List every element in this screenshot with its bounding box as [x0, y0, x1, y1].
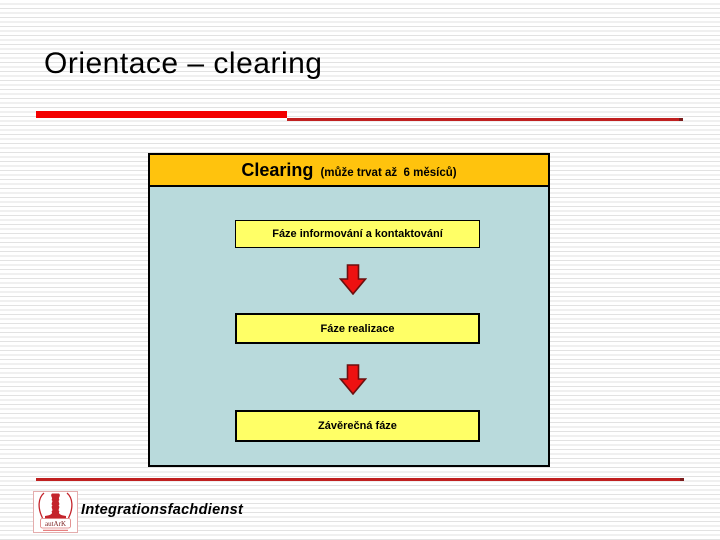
phase-label: Závěrečná fáze [318, 420, 397, 432]
phase-box-final: Závěrečná fáze [235, 410, 480, 442]
diagram-header: Clearing (může trvat až 6 měsíců) [150, 155, 548, 187]
clearing-flow-diagram: Clearing (může trvat až 6 měsíců) Fáze i… [148, 153, 550, 467]
down-arrow-icon [339, 364, 367, 395]
phase-label: Fáze realizace [320, 322, 395, 335]
slide-title: Orientace – clearing [44, 47, 323, 80]
diagram-body: Fáze informování a kontaktování Fáze rea… [150, 187, 548, 465]
title-underline-line [287, 118, 683, 121]
phase-label: Fáze informování a kontaktování [272, 228, 443, 240]
diagram-header-title: Clearing [241, 160, 314, 180]
title-underline-bar [36, 111, 287, 118]
autark-logo-icon: autArK [33, 491, 78, 533]
phase-box-information: Fáze informování a kontaktování [235, 220, 480, 248]
organization-name: Integrationsfachdienst [81, 502, 244, 518]
down-arrow-icon [339, 264, 367, 295]
logo-text: autArK [45, 520, 66, 528]
phase-box-realization: Fáze realizace [235, 313, 480, 344]
diagram-header-subtitle: (může trvat až 6 měsíců) [320, 167, 457, 179]
footer-divider-line [36, 478, 684, 481]
